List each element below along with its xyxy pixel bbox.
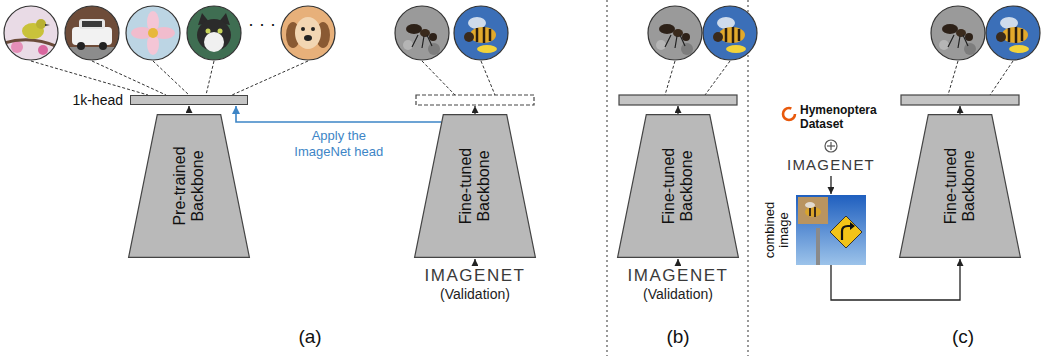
node-label: Hymenoptera Dataset [800,104,884,132]
class-links [31,61,1013,95]
illustration-part [986,6,1040,60]
dog-image [281,6,335,60]
illustration-part [395,6,449,60]
dataset-icon [783,108,795,120]
illustration-part [281,6,335,60]
node-label: Pre-trained Backbone [171,130,208,242]
dataset-name: Hymenoptera Dataset [800,104,884,132]
illustration-part [830,142,831,150]
flow-arrow [188,106,189,112]
illustration-part [796,195,866,265]
illustration-part [126,6,180,60]
flow-arrow [677,259,678,264]
illustration-part [206,61,214,95]
flow-arrow [831,259,960,300]
panel-letter: (a) [298,326,321,348]
trapezoid-fill [415,115,536,258]
illustration-part [850,222,855,230]
bird-image [4,6,58,60]
dashed-arrow [474,106,475,114]
panel-letter: (c) [952,326,974,348]
flower-image [126,6,180,60]
illustration-part [830,216,862,248]
backbone-trapezoid: Fine-tuned Backbone [414,114,536,258]
bee-image [454,6,508,60]
edge-label: Apply the ImageNet head [291,128,387,159]
backbone-trapezoid: Pre-trained Backbone [128,114,250,258]
ellipsis: · · · [248,14,276,35]
trapezoid-fill [129,115,250,258]
cat-image [187,6,241,60]
logo-text: IMAGENET [628,266,729,286]
classifier-head: 1k-head [130,95,248,105]
dataset-logo: IMAGENET(Validation) [628,266,729,303]
node-label: Fine-tuned Backbone [457,130,494,242]
car-image [65,6,119,61]
illustration-part [187,6,241,60]
node-label: Fine-tuned Backbone [660,130,697,242]
illustration-part [805,202,815,208]
illustration-part [825,140,837,152]
combined-picture [796,195,866,265]
illustration-part [648,6,702,60]
illustration-part [454,6,508,60]
illustration-part [931,6,985,60]
dataset-logo: IMAGENET [787,156,875,174]
node-label: combined image [763,190,792,270]
bee-image [703,6,757,60]
trapezoid-fill [618,115,739,258]
illustration-part [31,61,148,95]
trapezoid-fill [900,115,1021,258]
illustration-part [4,6,58,60]
backbone-trapezoid: Fine-tuned Backbone [617,114,739,258]
illustration-part [65,6,119,60]
illustration-part [232,61,308,95]
logo-text: IMAGENET [787,156,875,174]
empty-head [416,95,534,105]
ant-image [395,6,449,60]
logo-text: IMAGENET [425,266,526,286]
bee-image [986,6,1040,60]
ant-image [931,6,985,60]
class-images [4,6,1040,61]
split-name: (Validation) [628,286,729,303]
illustration-part [153,61,189,95]
plus-symbol [825,140,837,152]
node-label: Fine-tuned Backbone [942,130,979,242]
dataset-logo: IMAGENET(Validation) [425,266,526,303]
illustration-part [665,61,675,95]
illustration-part [810,207,815,217]
illustration-part [422,61,455,95]
head-arrow [959,106,960,114]
split-name: (Validation) [425,286,526,303]
task-head [619,95,737,105]
panel-letter: (b) [666,326,689,348]
illustration-part [703,6,757,60]
task-head [901,95,1019,105]
illustration-part [92,61,166,95]
node-label: 1k-head [72,92,123,108]
transfer-arrow [236,106,442,122]
head-arrow [677,106,678,114]
illustration-part [798,197,828,224]
flow-arrow [830,176,831,194]
ant-image [648,6,702,60]
illustration-part [842,226,851,240]
backbone-trapezoid: Fine-tuned Backbone [899,114,1021,258]
illustration-part [816,228,820,265]
illustration-part [990,61,1013,95]
illustration-part [705,61,730,95]
panel-separator [606,0,607,356]
illustration-part [805,207,821,217]
flow-arrow [474,259,475,264]
combined-image: combined image [796,195,866,265]
illustration-part [481,61,495,95]
illustration-part [948,61,958,95]
image-outlines [4,6,1040,60]
